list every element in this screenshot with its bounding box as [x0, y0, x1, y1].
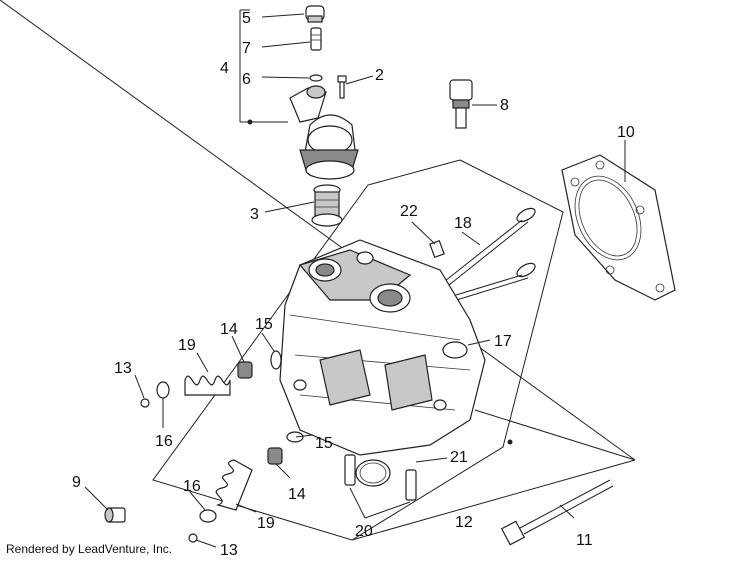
callout-12: 12 [455, 514, 473, 531]
part-cap [305, 5, 325, 23]
callout-18: 18 [454, 215, 472, 232]
part-plug [104, 507, 126, 523]
callout-labels: 5 7 4 6 2 8 10 3 22 18 17 14 15 19 13 16… [72, 10, 635, 559]
leader-lines [84, 13, 626, 548]
callout-22: 22 [400, 203, 418, 220]
callout-13b: 13 [220, 542, 238, 559]
callout-9: 9 [72, 474, 81, 491]
part-head-gasket [561, 154, 676, 301]
callout-5: 5 [242, 10, 251, 27]
callout-17: 17 [494, 333, 512, 350]
part-valve-spring-group-upper [140, 350, 282, 408]
callout-6: 6 [242, 71, 251, 88]
callout-15a: 15 [255, 316, 273, 333]
callout-2: 2 [375, 67, 384, 84]
part-pin [310, 27, 322, 51]
part-thermostat-housing [289, 85, 359, 180]
callout-14a: 14 [220, 321, 238, 338]
callout-3: 3 [250, 206, 259, 223]
part-valve-spring-group-lower [188, 431, 304, 543]
callout-4: 4 [220, 60, 229, 77]
callout-20: 20 [355, 523, 373, 540]
callout-8: 8 [500, 97, 509, 114]
callout-15b: 15 [315, 435, 333, 452]
callout-16a: 16 [155, 433, 173, 450]
assembly-boundary [0, 0, 636, 541]
part-bolt-small [337, 75, 347, 99]
part-cylinder-head [279, 239, 486, 456]
part-thermostat [311, 184, 343, 227]
part-valves [439, 207, 536, 303]
callout-7: 7 [242, 40, 251, 57]
credit-text: Rendered by LeadVenture, Inc. [6, 542, 172, 556]
part-head-bolt [500, 479, 614, 546]
part-dowels-oring [344, 454, 417, 501]
callout-13a: 13 [114, 360, 132, 377]
callout-16b: 16 [183, 478, 201, 495]
part-stud [429, 239, 445, 259]
callout-11: 11 [576, 532, 593, 549]
part-temperature-sensor [449, 79, 473, 129]
callout-19b: 19 [257, 515, 275, 532]
part-washer [309, 74, 323, 82]
callout-19a: 19 [178, 337, 196, 354]
callout-10: 10 [617, 124, 635, 141]
callout-14b: 14 [288, 486, 306, 503]
callout-21: 21 [450, 449, 468, 466]
